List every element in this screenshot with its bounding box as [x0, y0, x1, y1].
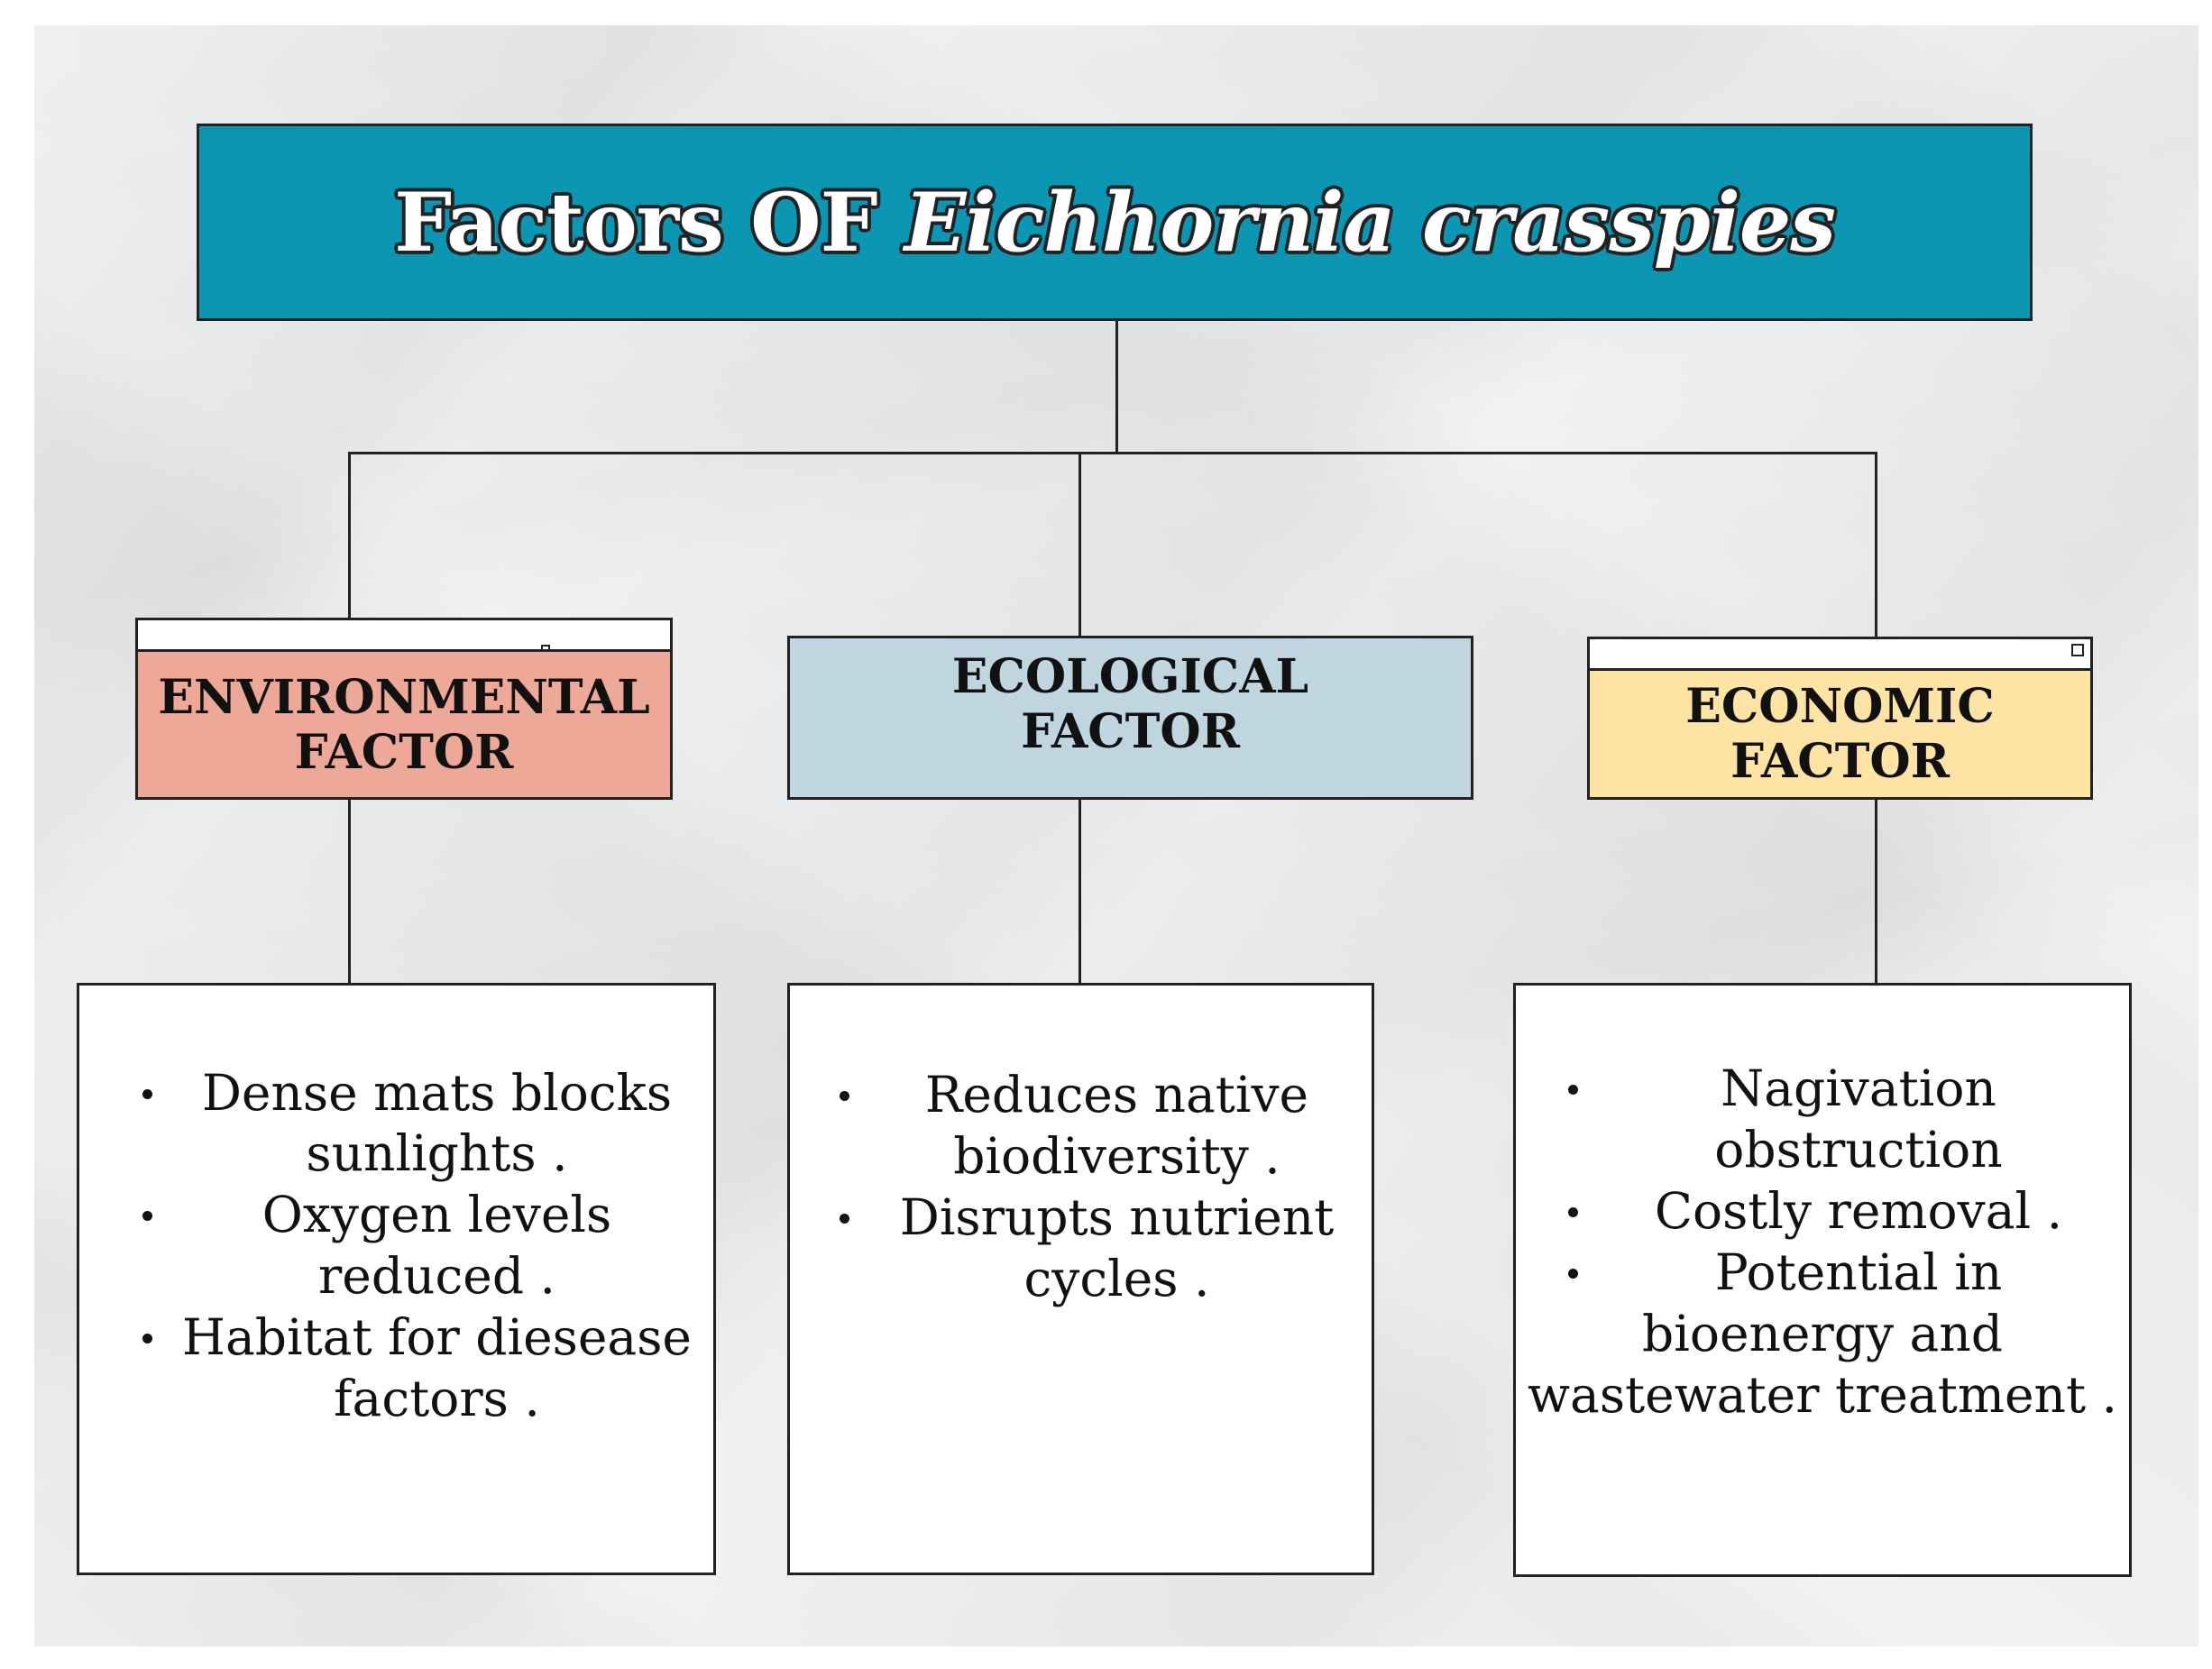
bullet-icon — [1568, 1085, 1578, 1095]
bullet-icon — [142, 1334, 152, 1343]
ecological-heading-line1: ECOLOGICAL — [951, 649, 1309, 704]
title-prefix: Factors OF — [394, 174, 904, 271]
environmental-heading-line1: ENVIRONMENTAL — [158, 669, 650, 725]
list-item-text-line: Reduces native — [924, 1066, 1309, 1123]
list-item-text-line: cycles . — [1023, 1250, 1210, 1307]
economic-header-cap — [1587, 637, 2093, 671]
connector-to-ecological — [1078, 452, 1081, 637]
list-item-text-line: bioenergy and — [1642, 1305, 2003, 1362]
ecological-factor-box: ECOLOGICAL FACTOR — [787, 636, 1473, 800]
environmental-detail-box: Dense mats blocks sunlights . Oxygen lev… — [77, 983, 716, 1575]
title-species: Eichhornia crasspies — [904, 174, 1836, 271]
list-item: Costly removal . — [1516, 1180, 2129, 1242]
list-item: Nagivation obstruction — [1516, 1058, 2129, 1180]
title-box: Factors OF Eichhornia crasspies — [197, 124, 2033, 321]
bullet-icon — [840, 1091, 849, 1101]
bullet-icon — [1568, 1207, 1578, 1217]
list-item-text-line: Oxygen levels — [262, 1186, 612, 1243]
economic-heading-line2: FACTOR — [1730, 734, 1950, 789]
list-item-text-line: Habitat for diesease — [182, 1308, 692, 1366]
economic-item-list: Nagivation obstruction Costly removal . … — [1516, 1058, 2129, 1426]
list-item-text-line: factors . — [334, 1370, 540, 1427]
bullet-icon — [142, 1211, 152, 1221]
bullet-icon — [1568, 1269, 1578, 1279]
list-item: Habitat for diesease factors . — [79, 1307, 713, 1429]
list-item-text-line: reduced . — [318, 1247, 555, 1305]
economic-detail-box: Nagivation obstruction Costly removal . … — [1513, 983, 2132, 1577]
list-item: Dense mats blocks sunlights . — [79, 1062, 713, 1184]
list-item-text-line: Dense mats blocks — [201, 1064, 673, 1122]
connector-to-economic — [1875, 452, 1877, 637]
connector-ecological-detail — [1078, 798, 1081, 985]
list-item: Disrupts nutrient cycles . — [790, 1187, 1372, 1309]
bullet-icon — [142, 1089, 152, 1099]
connector-to-environmental — [348, 452, 351, 619]
environmental-header-cap — [135, 618, 673, 652]
list-item: Reduces native biodiversity . — [790, 1064, 1372, 1187]
diagram-title: Factors OF Eichhornia crasspies — [394, 174, 1836, 271]
connector-horizontal-bar — [348, 452, 1877, 454]
environmental-item-list: Dense mats blocks sunlights . Oxygen lev… — [79, 1062, 713, 1429]
list-item-text-line: Costly removal . — [1654, 1182, 2063, 1240]
bullet-icon — [840, 1214, 849, 1224]
connector-title-trunk — [1115, 321, 1118, 454]
list-item-text-line: obstruction — [1714, 1121, 2003, 1178]
resize-handle-icon — [2071, 644, 2084, 656]
environmental-heading-line2: FACTOR — [294, 724, 514, 780]
environmental-factor-box: ENVIRONMENTAL FACTOR — [135, 649, 673, 800]
economic-heading-line1: ECONOMIC — [1685, 679, 1995, 734]
list-item-text-line: Potential in — [1714, 1243, 2003, 1301]
connector-economic-detail — [1875, 798, 1877, 985]
list-item-text-line: wastewater treatment . — [1527, 1366, 2118, 1424]
list-item-text-line: Disrupts nutrient — [899, 1188, 1335, 1246]
list-item-text-line: biodiversity . — [953, 1127, 1280, 1185]
list-item: Potential in bioenergy and wastewater tr… — [1516, 1242, 2129, 1426]
list-item-text-line: Nagivation — [1721, 1059, 1996, 1117]
ecological-item-list: Reduces native biodiversity . Disrupts n… — [790, 1064, 1372, 1309]
list-item: Oxygen levels reduced . — [79, 1184, 713, 1307]
economic-factor-box: ECONOMIC FACTOR — [1587, 668, 2093, 800]
list-item-text-line: sunlights . — [306, 1124, 568, 1182]
ecological-heading-line2: FACTOR — [1021, 704, 1240, 759]
connector-environmental-detail — [348, 798, 351, 985]
ecological-detail-box: Reduces native biodiversity . Disrupts n… — [787, 983, 1374, 1575]
